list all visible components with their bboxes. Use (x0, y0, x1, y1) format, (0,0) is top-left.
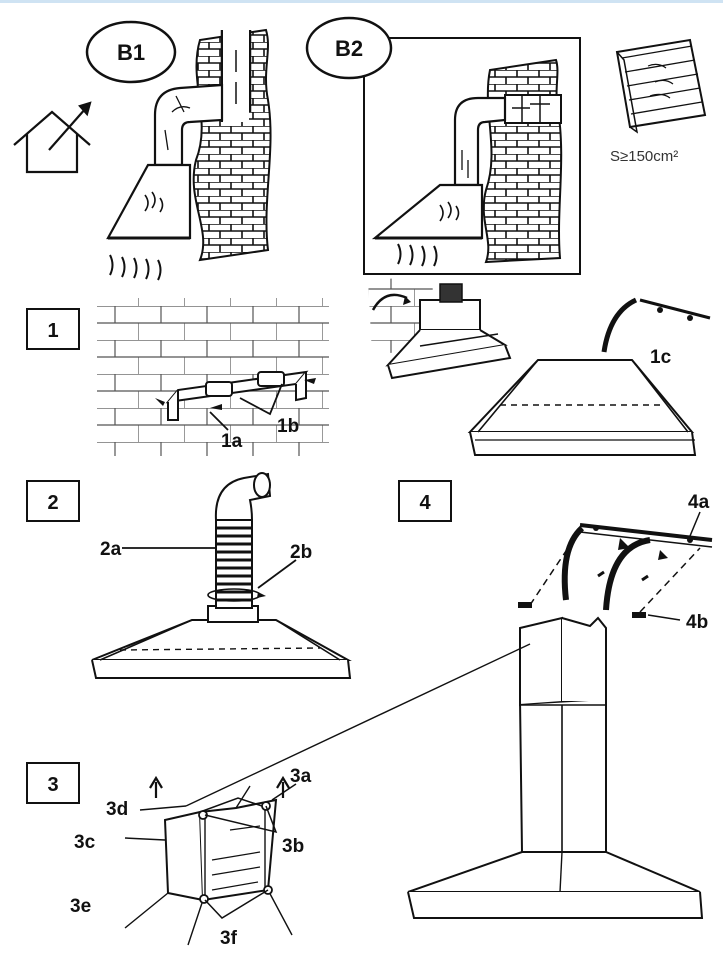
top-border (0, 0, 723, 3)
chimney-hood (407, 616, 704, 919)
flex-duct (207, 472, 272, 609)
hood-b1 (106, 163, 192, 240)
step-4-box (398, 480, 452, 522)
badge-b2-label: B2 (335, 36, 363, 61)
step-3-label: 3 (47, 774, 58, 796)
step-3: 3 3d 3a 3b 3c 3e 3f (26, 762, 312, 949)
brick-wall-b2 (482, 58, 563, 264)
badge-b1-label: B1 (117, 40, 145, 65)
step-2: 2 2a 2b (26, 472, 352, 679)
callout-1b: 1b (277, 416, 299, 437)
callout-4a: 4a (688, 492, 710, 513)
house-vent-icon (13, 101, 92, 174)
step-2-box (26, 480, 80, 522)
hood-step-2 (91, 619, 352, 661)
step-1-label: 1 (47, 320, 58, 342)
section-b2: B2 (305, 16, 581, 275)
badge-b1-circle (85, 20, 177, 84)
callout-3f: 3f (220, 928, 238, 949)
step-4-label: 4 (419, 492, 431, 514)
vent-grille-icon (615, 38, 707, 134)
badge-b2-circle (305, 16, 393, 80)
callout-1c: 1c (650, 347, 672, 368)
callout-3d: 3d (106, 799, 128, 820)
hood-1c: 1c (467, 297, 711, 456)
callout-2b: 2b (290, 542, 312, 563)
callout-3e: 3e (70, 896, 91, 917)
step-3-box (26, 762, 80, 804)
step-1-box (26, 308, 80, 350)
callout-3c: 3c (74, 832, 96, 853)
fumes-b1 (109, 254, 162, 281)
fumes-b2 (397, 243, 438, 267)
step-2-label: 2 (47, 492, 58, 514)
duct-b1 (153, 83, 224, 167)
vent-area-text: S≥150cm² (610, 148, 678, 165)
callout-4b: 4b (686, 612, 708, 633)
callout-2a: 2a (100, 539, 122, 560)
hood-mount-sketch (368, 276, 512, 380)
step-4: 4 4a 4b (185, 480, 713, 919)
callout-3b: 3b (282, 836, 304, 857)
section-b1: B1 (13, 20, 272, 281)
step-1: 1 1a 1b (26, 298, 329, 456)
callout-3a: 3a (290, 766, 312, 787)
callout-1a: 1a (221, 431, 243, 452)
